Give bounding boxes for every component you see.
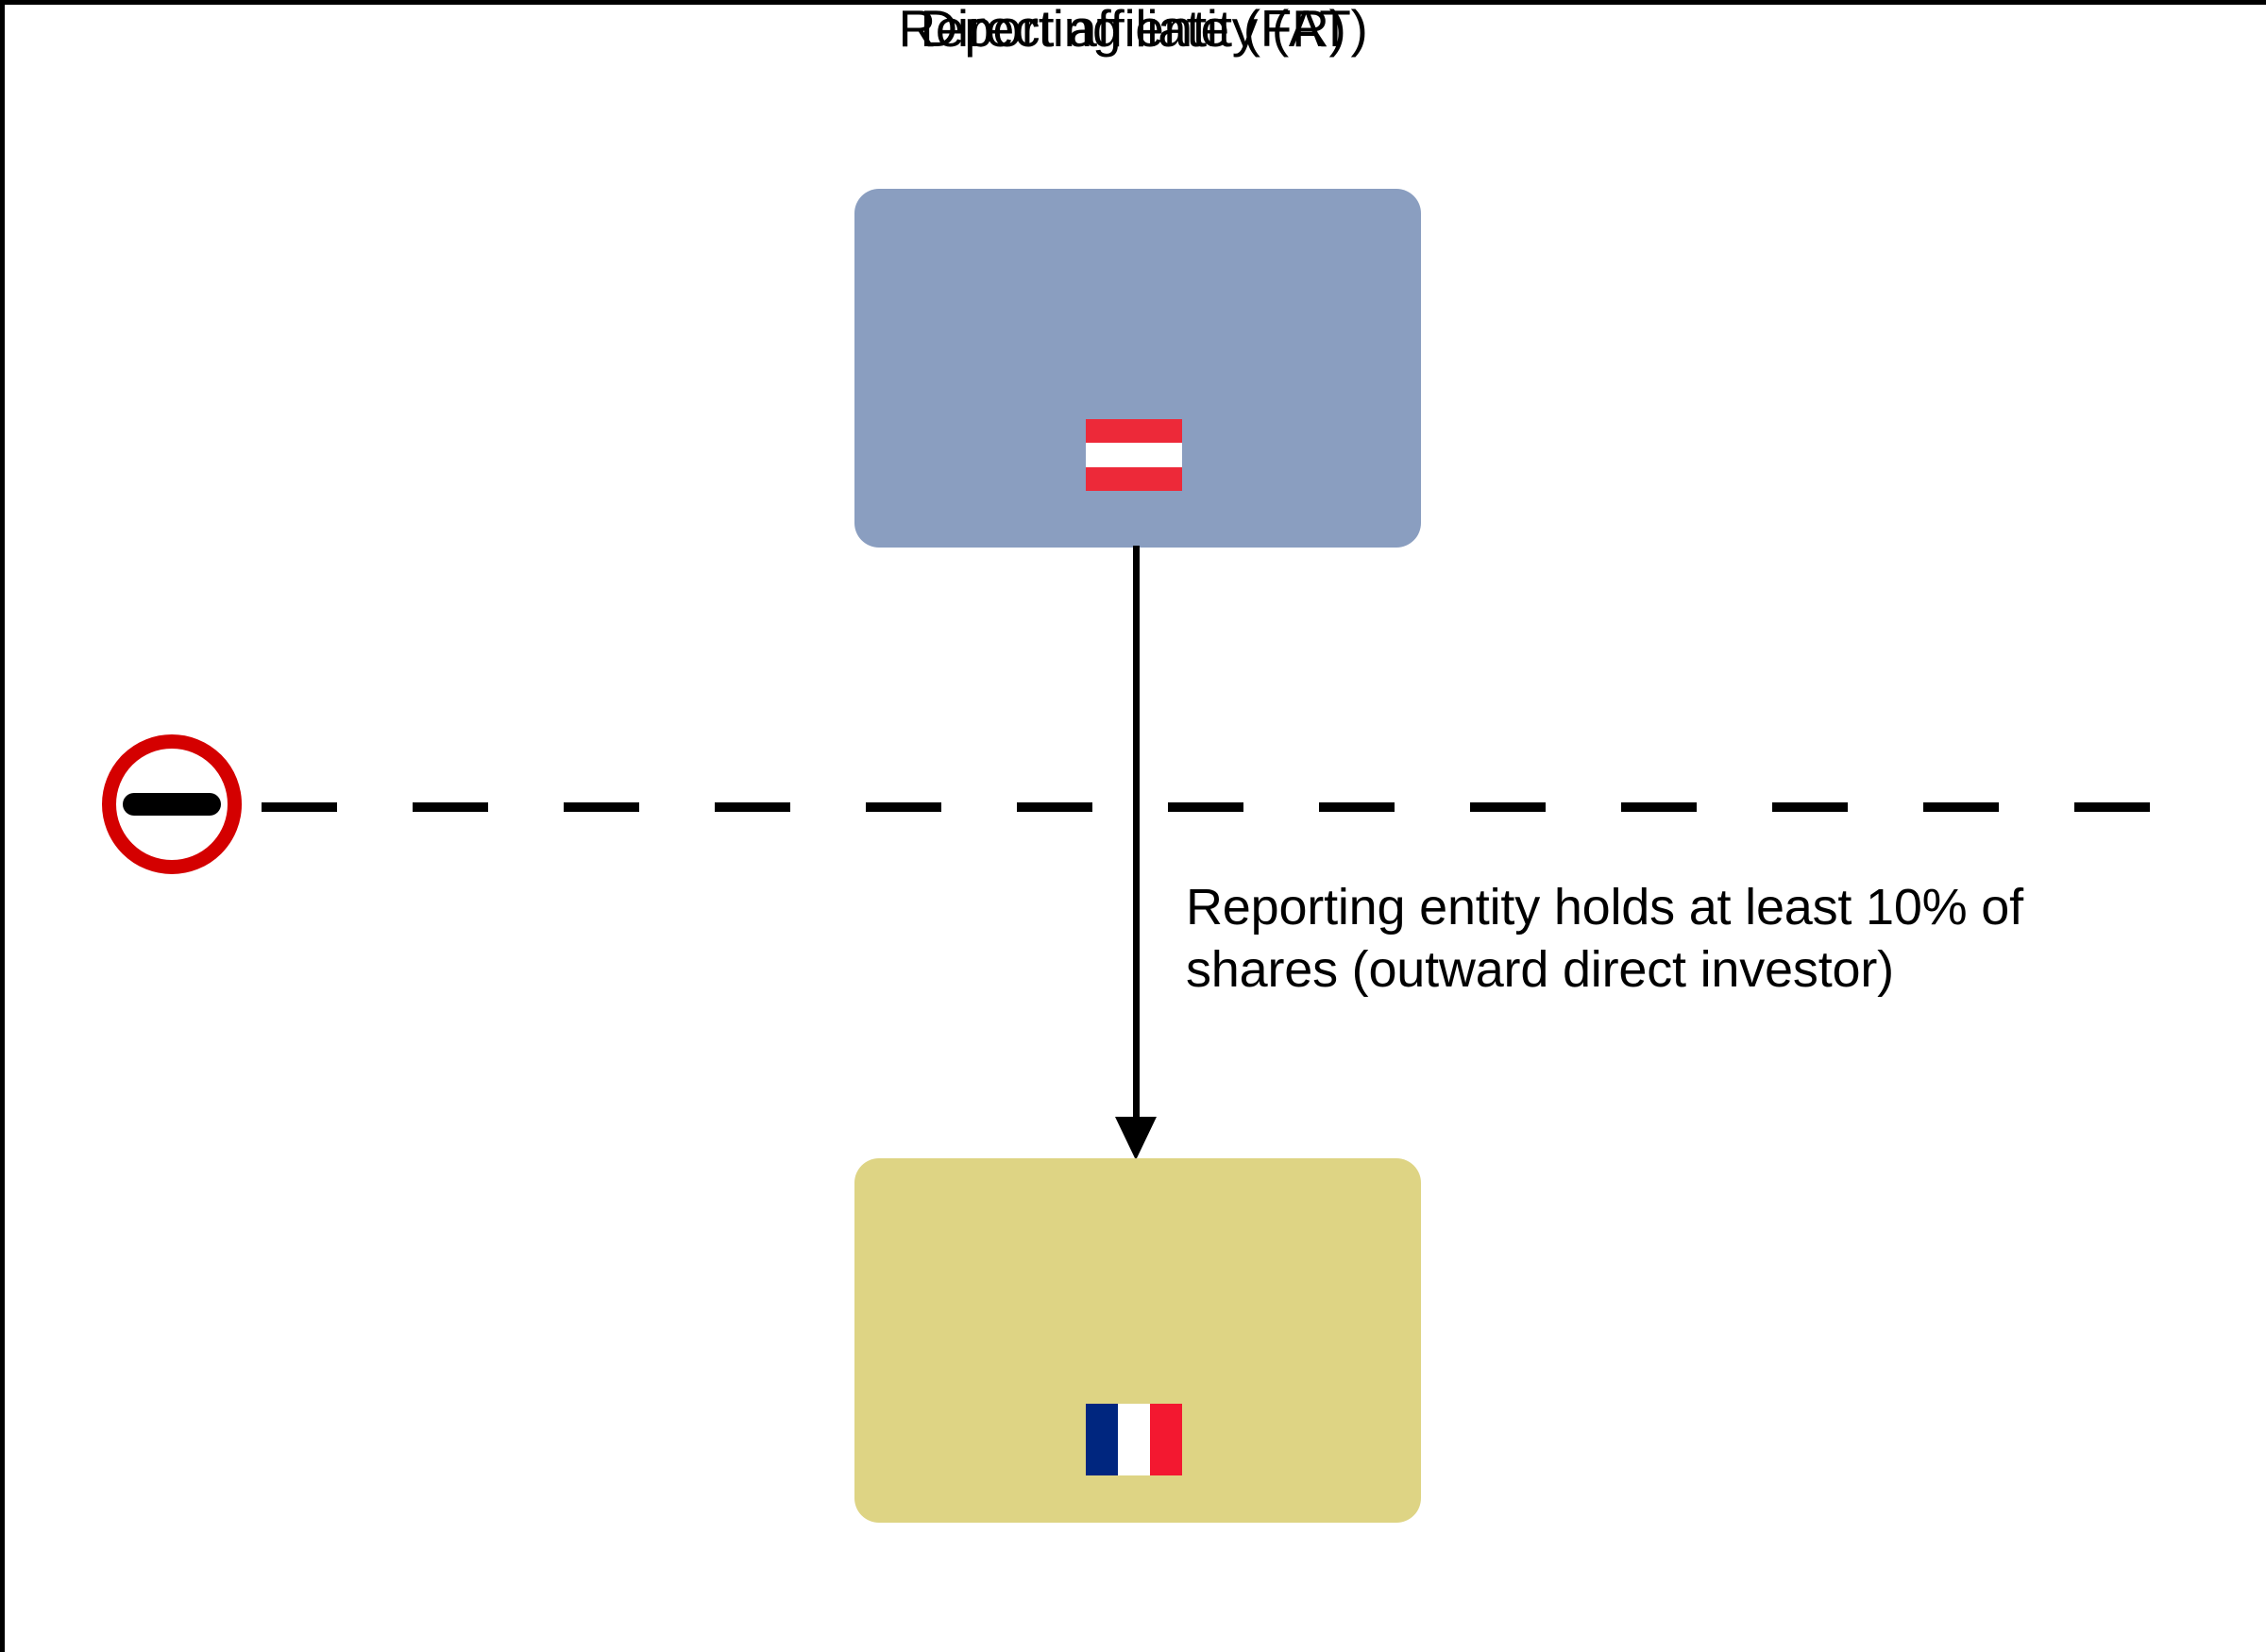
france-flag-band-hoist — [1086, 1404, 1118, 1475]
ownership-caption-line-1: Reporting entity holds at least 10% of — [1186, 879, 2023, 936]
national-border-dashed-line — [262, 802, 2152, 812]
canvas-frame-top-edge — [0, 0, 2266, 5]
austria-flag-band-bottom — [1086, 466, 1182, 491]
ownership-arrow-head-icon — [1115, 1117, 1157, 1160]
prohibition-sign-icon — [102, 734, 242, 874]
france-flag-icon — [1086, 1404, 1182, 1475]
austria-flag-icon — [1086, 419, 1182, 491]
france-flag-band-middle — [1118, 1404, 1150, 1475]
canvas-frame-left-edge — [0, 0, 5, 1652]
prohibition-sign-bar — [123, 793, 221, 816]
node-direct-affiliate-label: Direct affiliate (FR) — [920, 0, 1346, 58]
node-reporting-entity[interactable] — [854, 189, 1421, 548]
ownership-arrow-shaft — [1133, 546, 1140, 1120]
france-flag-band-fly — [1150, 1404, 1182, 1475]
austria-flag-band-top — [1086, 419, 1182, 444]
austria-flag-band-middle — [1086, 443, 1182, 467]
node-reporting-entity-label: Reporting entity (AT) — [898, 0, 1368, 58]
ownership-caption-line-2: shares (outward direct investor) — [1186, 941, 1894, 998]
ownership-relationship-caption: Reporting entity holds at least 10% of s… — [1186, 876, 2196, 1001]
